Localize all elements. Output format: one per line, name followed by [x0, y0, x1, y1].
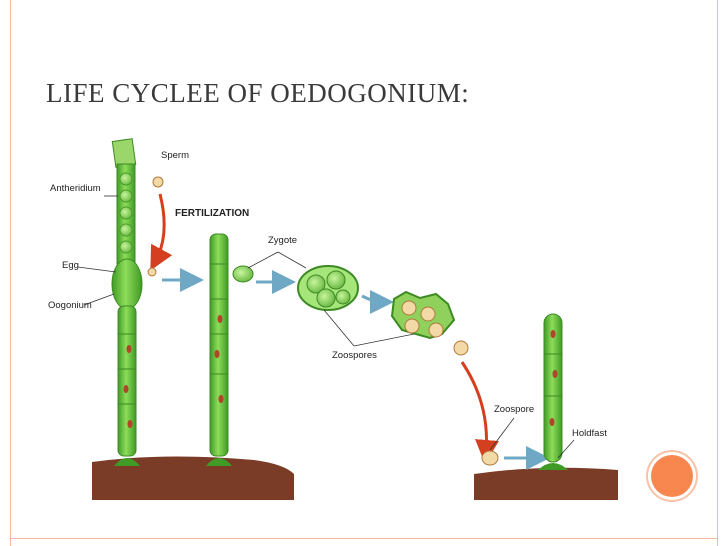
frame-bottom-line: [10, 538, 718, 539]
frame-right-line: [717, 0, 718, 546]
slide-accent-circle: [651, 455, 693, 497]
soil-left: [92, 456, 294, 500]
label-egg: Egg: [62, 260, 79, 271]
filament-male-female: [111, 138, 143, 466]
new-filament: [538, 313, 568, 470]
frame-left-line: [10, 0, 11, 546]
leader-lines: [77, 195, 575, 459]
settled-zoospore: [481, 450, 499, 466]
life-cycle-illustration: [77, 138, 618, 500]
slide-title: LIFE CYCLEE OF OEDOGONIUM:: [46, 78, 470, 108]
egg-sperm-fused: [147, 267, 157, 277]
label-antheridium: Antheridium: [50, 183, 101, 194]
fertilization-arrow: [150, 193, 173, 271]
label-holdfast: Holdfast: [572, 428, 607, 439]
arrow-to-settled-zoospore: [460, 361, 499, 464]
label-oogonium: Oogonium: [48, 300, 92, 311]
label-fertilization: FERTILIZATION: [175, 208, 250, 219]
label-zygote: Zygote: [268, 235, 298, 246]
label-zoospores: Zoospores: [332, 350, 377, 361]
label-zoospore: Zoospore: [494, 404, 535, 415]
arrow-to-release: [361, 289, 394, 314]
label-sperm: Sperm: [161, 150, 189, 161]
soil-right: [474, 467, 618, 500]
zygote-with-zoospores: [297, 265, 359, 311]
zoospore-release: [390, 290, 469, 356]
filament-with-zygote: [206, 233, 254, 466]
sperm-cell: [152, 176, 164, 188]
life-cycle-diagram: Sperm Antheridium FERTILIZATION Egg Oogo…: [44, 134, 618, 500]
